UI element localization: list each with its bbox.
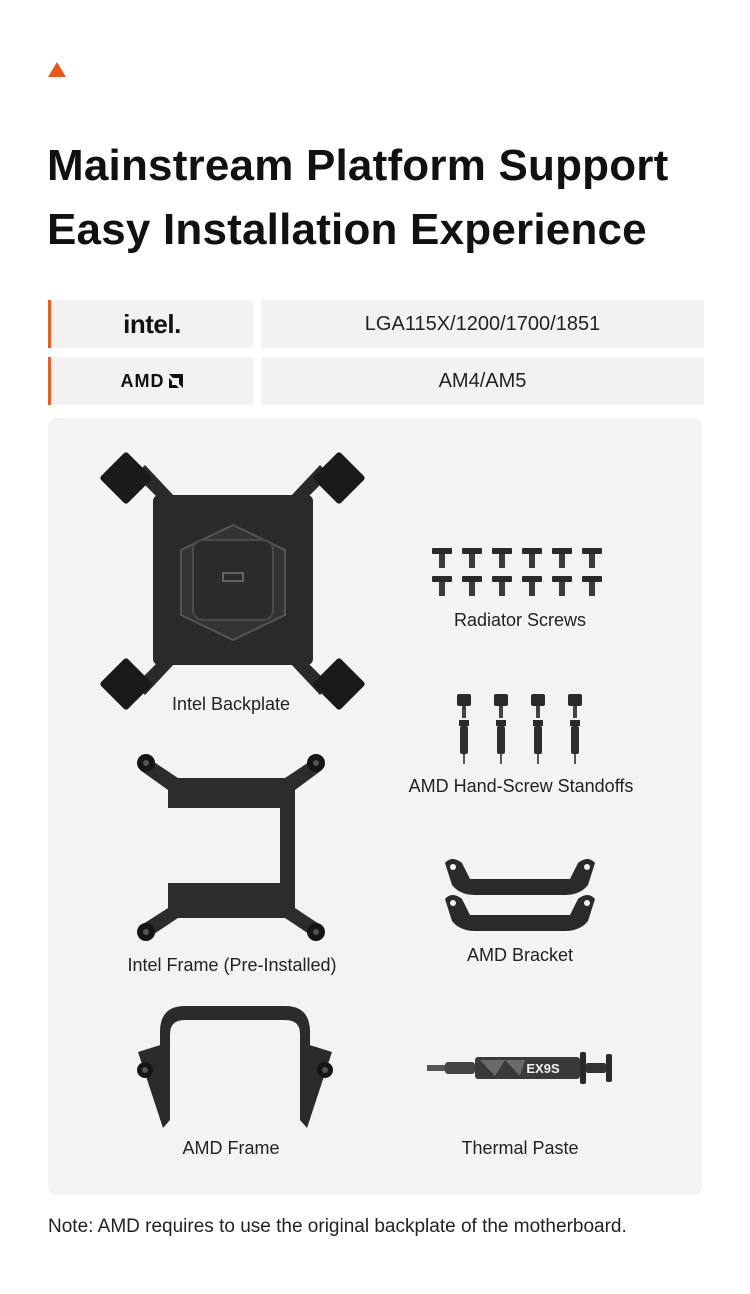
radiator-screws-image [432,548,602,596]
screw-icon [582,576,602,596]
amd-frame-image [137,1006,333,1128]
intel-sockets-cell: LGA115X/1200/1700/1851 [261,300,704,348]
amd-logo: AMD [121,371,184,392]
screw-icon [462,576,482,596]
screw-icon [492,576,512,596]
screw-icon [462,548,482,568]
title-line-2: Easy Installation Experience [47,205,647,254]
screw-icon [522,576,542,596]
amd-arrow-icon [168,373,183,388]
intel-brand-cell: intel. [48,300,253,348]
page-title: Mainstream Platform Support Easy Install… [47,134,669,262]
standoff-icon [494,694,508,764]
label-radiator-screws: Radiator Screws [453,610,587,630]
label-amd-standoffs: AMD Hand-Screw Standoffs [408,776,634,796]
amd-standoffs-image [457,694,582,764]
amd-sockets: AM4/AM5 [438,369,527,392]
title-line-1: Mainstream Platform Support [47,141,669,190]
amd-brand-cell: AMD [48,357,253,405]
standoff-icon [531,694,545,764]
intel-frame-image [137,754,325,941]
label-thermal-paste: Thermal Paste [461,1138,579,1158]
intel-logo: intel. [123,308,181,339]
intel-backplate-image [100,452,365,710]
screw-icon [432,576,452,596]
label-intel-backplate: Intel Backplate [171,694,291,714]
amd-bracket-image [445,859,595,931]
standoff-icon [568,694,582,764]
screw-icon [582,548,602,568]
label-amd-bracket: AMD Bracket [466,945,574,965]
standoff-icon [457,694,471,764]
amd-sockets-cell: AM4/AM5 [261,357,704,405]
screw-icon [432,548,452,568]
paste-brand-text: EX9S [526,1061,560,1076]
accent-triangle-icon [48,62,66,77]
screw-icon [552,576,572,596]
thermal-paste-image: EX9S [427,1052,612,1084]
screw-icon [492,548,512,568]
screw-icon [552,548,572,568]
intel-sockets: LGA115X/1200/1700/1851 [364,312,601,335]
screw-icon [522,548,542,568]
label-amd-frame: AMD Frame [182,1138,280,1158]
footnote: Note: AMD requires to use the original b… [48,1216,627,1237]
label-intel-frame: Intel Frame (Pre-Installed) [127,955,337,975]
